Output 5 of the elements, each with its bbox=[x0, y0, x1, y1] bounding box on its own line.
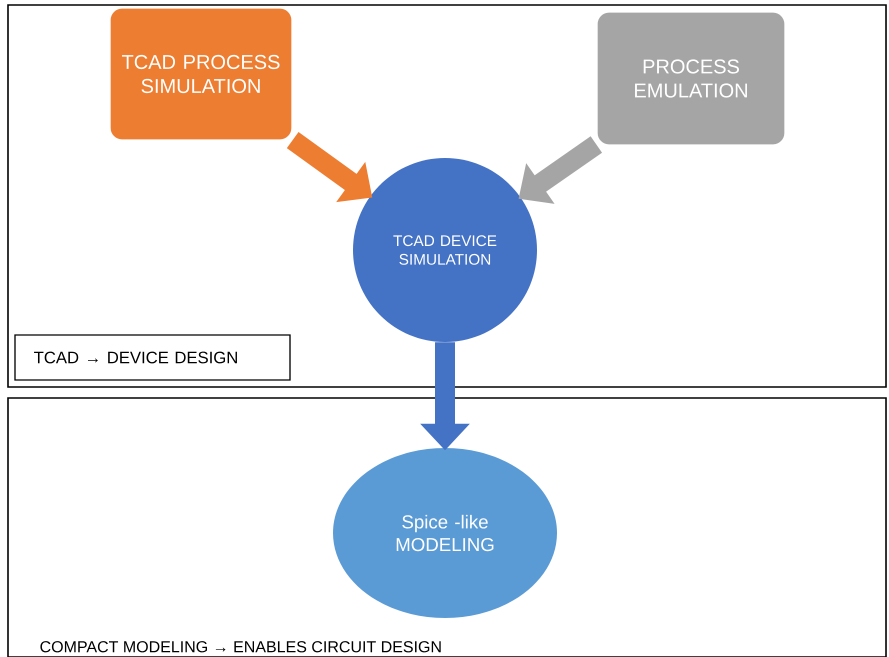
panel bbox=[7, 4, 887, 388]
label-box: TCAD → DEVICE DESIGN bbox=[14, 334, 291, 381]
process-box: TCAD PROCESS SIMULATION bbox=[109, 7, 293, 141]
process-box: PROCESS EMULATION bbox=[596, 11, 786, 146]
panel-heading: COMPACT MODELING → ENABLES CIRCUIT DESIGN bbox=[40, 641, 441, 652]
